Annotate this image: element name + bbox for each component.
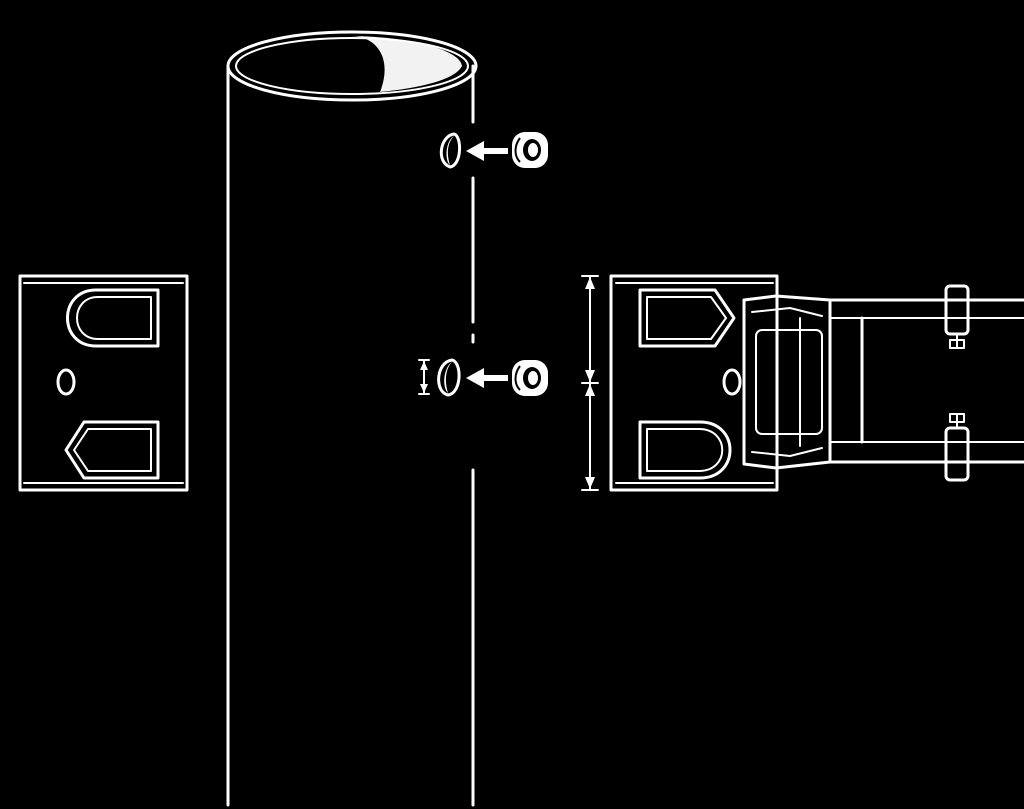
extension-arm [742, 284, 1024, 482]
hole-dimension-marker [418, 359, 430, 395]
right-upper-slot [638, 288, 736, 348]
insertion-arrow-upper [466, 141, 508, 161]
arm-upper-bolt [944, 284, 970, 349]
pipe-inner-shadow [350, 36, 462, 92]
right-bracket-plate [609, 274, 779, 492]
right-lower-slot [638, 420, 732, 480]
upper-nut-insert [512, 132, 548, 168]
left-upper-slot [66, 288, 160, 348]
lower-hole [437, 358, 461, 397]
insertion-arrow-lower [466, 368, 508, 388]
pipe [226, 30, 478, 807]
right-center-hole [722, 368, 742, 396]
left-lower-slot [64, 420, 160, 480]
left-center-hole [56, 368, 76, 396]
upper-hole [439, 132, 461, 169]
right-mounting-bracket [609, 274, 779, 492]
left-bracket-plate [18, 274, 189, 492]
arm-lower-bolt [944, 413, 970, 482]
left-mounting-bracket [18, 274, 189, 492]
bracket-dimension-marker [581, 275, 599, 491]
pipe-inner-rim [235, 37, 469, 95]
lower-nut-insert [512, 360, 548, 396]
